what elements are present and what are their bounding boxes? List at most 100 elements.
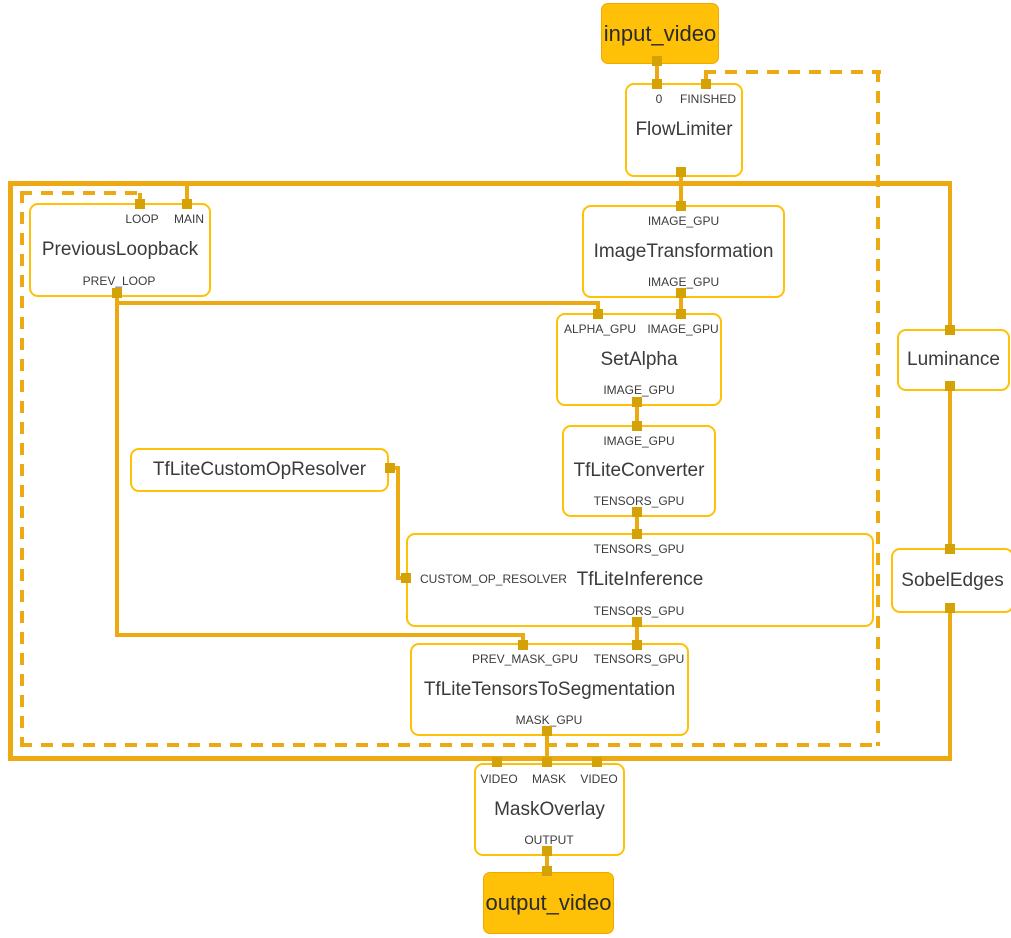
- port-previousloopback-in-main: [182, 199, 192, 209]
- node-title: TfLiteTensorsToSegmentation: [423, 678, 676, 700]
- edge-imagetransformation-setalpha: [679, 290, 683, 317]
- backedge-left: [20, 191, 24, 747]
- backedge-loop-top: [20, 191, 144, 195]
- port-maskoverlay-in-video2: [592, 757, 602, 767]
- io-output-video-label: output_video: [485, 890, 612, 915]
- port-label: TENSORS_GPU: [593, 652, 685, 666]
- port-label: OUTPUT: [524, 833, 574, 847]
- port-inputvideo-out: [652, 56, 662, 66]
- edge-prevloop-down: [115, 296, 119, 637]
- edge-prevloop-prevmask-h: [115, 633, 525, 637]
- node-maskoverlay[interactable]: VIDEO MASK VIDEO MaskOverlay OUTPUT: [474, 763, 625, 856]
- edge-bus-left: [8, 181, 13, 761]
- node-tflitetensorstosegmentation[interactable]: PREV_MASK_GPU TENSORS_GPU TfLiteTensorsT…: [410, 643, 689, 736]
- edge-bus-top: [8, 181, 952, 186]
- port-previousloopback-out-prevloop: [112, 288, 122, 298]
- node-previousloopback[interactable]: LOOP MAIN PreviousLoopback PREV_LOOP: [29, 203, 211, 297]
- port-label: TENSORS_GPU: [593, 604, 685, 618]
- edge-prevloop-prevmask-v: [521, 633, 525, 646]
- port-label: MASK: [531, 772, 567, 786]
- port-setalpha-out: [632, 397, 642, 407]
- port-segmentation-out-mask: [542, 726, 552, 736]
- port-label: IMAGE_GPU: [647, 214, 720, 228]
- node-title: TfLiteCustomOpResolver: [152, 459, 367, 480]
- node-title: TfLiteInference: [576, 569, 704, 590]
- backedge-right: [876, 70, 880, 746]
- edge-tfliteinference-segmentation: [635, 619, 639, 647]
- port-label: TENSORS_GPU: [593, 542, 685, 556]
- node-title: TfLiteConverter: [573, 460, 705, 481]
- edge-setalpha-tfliteconverter: [635, 398, 639, 429]
- edge-bus-bottom: [8, 756, 952, 761]
- node-title: FlowLimiter: [635, 119, 733, 140]
- io-input-video[interactable]: input_video: [601, 3, 719, 64]
- port-label: MAIN: [174, 212, 204, 226]
- io-input-video-label: input_video: [603, 20, 717, 46]
- port-flowlimiter-in-0: [652, 79, 662, 89]
- port-label: VIDEO: [580, 772, 618, 786]
- port-flowlimiter-out: [676, 167, 686, 177]
- port-label: PREV_LOOP: [82, 274, 156, 288]
- port-customopresolver-out: [385, 463, 395, 473]
- edge-prevloop-setalpha-h: [115, 301, 600, 305]
- port-label: IMAGE_GPU: [647, 322, 719, 336]
- backedge-bottom: [20, 743, 880, 747]
- port-label: FINISHED: [679, 92, 737, 106]
- node-flowlimiter[interactable]: 0 FINISHED FlowLimiter: [625, 83, 743, 177]
- node-title: Luminance: [907, 349, 1000, 370]
- port-tfliteconverter-out: [632, 507, 642, 517]
- port-label: TENSORS_GPU: [593, 494, 685, 508]
- edge-customopresolver-v: [396, 466, 400, 580]
- port-sobeledges-out: [945, 603, 955, 613]
- edge-customopresolver-h1: [390, 466, 400, 470]
- port-sobeledges-in: [945, 544, 955, 554]
- port-label: 0: [655, 92, 663, 106]
- node-tflitecustomopresolver[interactable]: TfLiteCustomOpResolver: [130, 448, 389, 492]
- edge-flowlimiter-imagetransformation: [679, 168, 683, 210]
- port-label: MASK_GPU: [515, 713, 583, 727]
- edge-prevloop-setalpha-v: [596, 301, 600, 315]
- node-title: SetAlpha: [600, 348, 678, 370]
- port-luminance-in: [945, 325, 955, 335]
- backedge-loop-stub: [138, 193, 142, 203]
- port-tfliteinference-out: [632, 617, 642, 627]
- port-tfliteconverter-in: [632, 421, 642, 431]
- edge-luminance-sobeledges: [948, 383, 952, 552]
- port-imagetransformation-in: [676, 201, 686, 211]
- backedge-finished-stub: [704, 72, 708, 82]
- node-title: PreviousLoopback: [41, 239, 199, 260]
- port-flowlimiter-in-finished: [701, 79, 711, 89]
- node-tfliteinference[interactable]: TENSORS_GPU CUSTOM_OP_RESOLVER TfLiteInf…: [406, 533, 874, 627]
- port-maskoverlay-in-mask: [542, 757, 552, 767]
- node-luminance[interactable]: Luminance: [897, 329, 1010, 391]
- port-label: IMAGE_GPU: [603, 434, 675, 448]
- node-title: MaskOverlay: [494, 798, 605, 820]
- node-title: ImageTransformation: [593, 240, 774, 262]
- node-sobeledges[interactable]: SobelEdges: [891, 548, 1011, 613]
- io-output-video[interactable]: output_video: [483, 872, 614, 934]
- node-imagetransformation[interactable]: IMAGE_GPU ImageTransformation IMAGE_GPU: [582, 205, 785, 298]
- edge-bus-previousloopback-main: [185, 183, 189, 205]
- port-tfliteinference-in-tensors: [632, 529, 642, 539]
- port-outputvideo-in: [542, 866, 552, 876]
- node-title: SobelEdges: [901, 569, 1004, 591]
- port-segmentation-in-prevmask: [518, 640, 528, 650]
- port-luminance-out: [945, 381, 955, 391]
- edge-bus-to-luminance: [948, 181, 952, 333]
- port-imagetransformation-out: [676, 288, 686, 298]
- port-maskoverlay-in-video1: [492, 757, 502, 767]
- port-setalpha-in-alpha: [593, 309, 603, 319]
- node-tfliteconverter[interactable]: IMAGE_GPU TfLiteConverter TENSORS_GPU: [562, 425, 716, 517]
- port-label: CUSTOM_OP_RESOLVER: [420, 572, 567, 586]
- port-label: IMAGE_GPU: [647, 275, 720, 289]
- port-label: PREV_MASK_GPU: [471, 652, 579, 666]
- backedge-finished-top: [704, 70, 881, 74]
- port-segmentation-in-tensors: [632, 640, 642, 650]
- edge-maskoverlay-outputvideo: [545, 848, 549, 876]
- port-label: LOOP: [125, 212, 159, 226]
- port-maskoverlay-out: [542, 846, 552, 856]
- edge-sobeledges-bottom: [948, 605, 952, 760]
- node-setalpha[interactable]: ALPHA_GPU IMAGE_GPU SetAlpha IMAGE_GPU: [556, 313, 722, 406]
- port-previousloopback-in-loop: [135, 199, 145, 209]
